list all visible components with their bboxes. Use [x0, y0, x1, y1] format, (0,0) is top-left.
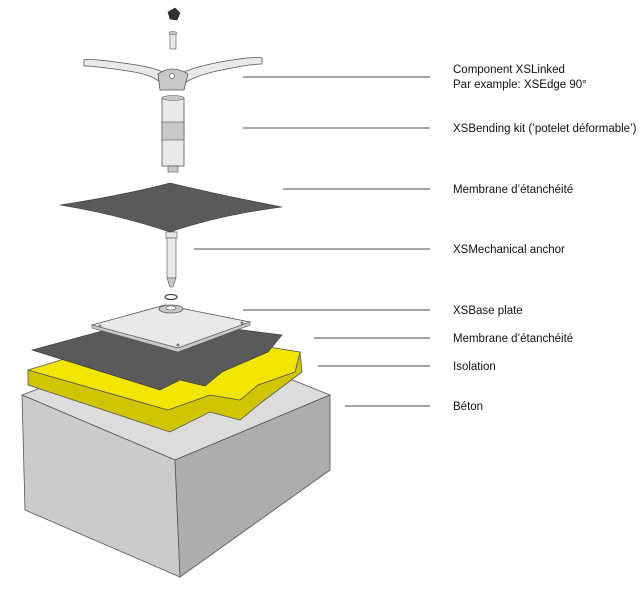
screw-assembly	[167, 7, 181, 50]
leader-lines	[194, 76, 430, 407]
component-hub	[157, 68, 189, 91]
base-plate-bolt-hole	[240, 321, 244, 325]
anchor-tip	[166, 277, 177, 288]
base-plate	[90, 304, 252, 353]
label-beton: Béton	[453, 401, 483, 413]
base-plate-bolt-hole	[176, 343, 180, 347]
label-membrane-lower: Membrane d’étanchéité	[453, 333, 573, 345]
bending-kit	[161, 95, 185, 173]
label-base-plate: XSBase plate	[453, 305, 523, 317]
label-membrane-upper: Membrane d’étanchéité	[453, 184, 573, 196]
label-component-line1: Component XSLinked	[453, 64, 565, 76]
washer-ring	[164, 293, 178, 301]
anchor-shaft	[166, 237, 177, 279]
membrane-upper-sheet	[59, 182, 283, 233]
concrete-side-face	[174, 394, 331, 578]
base-plate-edge	[91, 321, 251, 353]
label-isolation: Isolation	[453, 361, 496, 373]
component-hole	[169, 73, 175, 79]
label-mechanical-anchor: XSMechanical anchor	[453, 244, 565, 256]
base-plate-hole	[165, 305, 177, 311]
screw-shaft	[169, 32, 177, 50]
bending-kit-top	[161, 95, 185, 101]
screw-head	[168, 31, 178, 35]
component-xslinked	[83, 57, 263, 91]
labels: Component XSLinked Par example: XSEdge 9…	[453, 64, 637, 413]
label-component-line2: Par example: XSEdge 90°	[453, 79, 587, 91]
base-plate-bolt-hole	[98, 324, 102, 328]
bending-kit-foot	[167, 165, 179, 173]
label-bending-kit: XSBending kit (’potelet déformable’)	[453, 123, 637, 135]
bending-kit-band	[161, 121, 185, 141]
anchor-nut	[165, 231, 178, 239]
cap-nut	[167, 7, 181, 21]
